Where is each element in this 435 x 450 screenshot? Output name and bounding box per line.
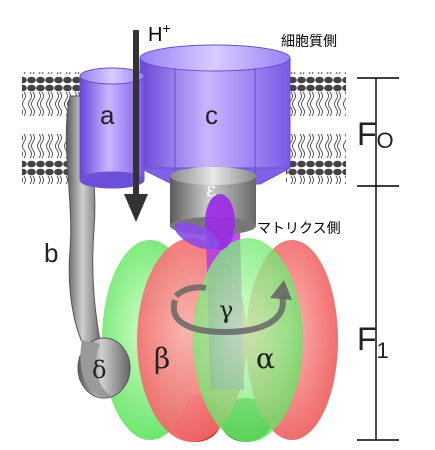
beta-label: β [154,342,170,375]
proton-label: H+ [148,20,171,46]
rotation-arrowhead [270,280,292,300]
f0-label: FO [357,116,394,153]
delta-label: δ [92,356,106,384]
rotation-arrow [170,295,286,336]
matrix-side-label: マトリクス側 [257,221,341,237]
f1-label: F1 [357,321,389,363]
membrane-right [286,72,346,184]
a-subunit-label: a [100,100,115,130]
cytoplasm-side-label: 細胞質側 [281,34,337,50]
c-subunit-label: c [205,100,218,130]
alpha-subunit [193,238,303,442]
gamma-label: γ [219,296,233,324]
c-ring-top [139,44,291,72]
b-subunit-label: b [44,238,58,268]
alpha-label: α [256,342,275,375]
proton-arrowhead [124,194,148,222]
epsilon-label: ε [206,177,216,201]
c-ring [139,57,291,169]
